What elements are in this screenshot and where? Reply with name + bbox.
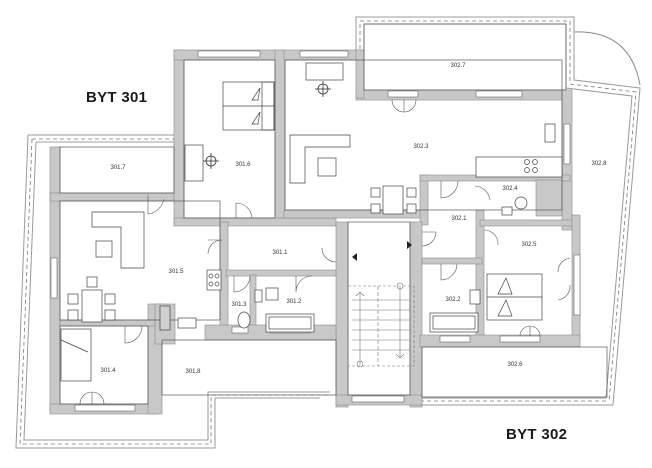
sofa-icon xyxy=(289,134,351,184)
room-label-302-4: 302.4 xyxy=(502,186,518,192)
entrance-arrow-icon xyxy=(352,241,412,261)
staircase xyxy=(347,282,415,368)
room-label-301-2: 301.2 xyxy=(286,299,302,305)
room-label-302-8: 302.8 xyxy=(591,161,607,167)
room-label-301-7: 301.7 xyxy=(110,165,126,171)
room-label-302-5: 302.5 xyxy=(521,242,537,248)
room-label-301-8: 301.8 xyxy=(185,369,201,375)
room-label-302-2: 302.2 xyxy=(445,297,461,303)
room-label-301-6: 301.6 xyxy=(235,162,251,168)
room-label-302-6: 302.6 xyxy=(507,362,523,368)
room-label-301-3: 301.3 xyxy=(231,302,247,308)
desk-icon xyxy=(184,144,204,182)
room-label-302-3: 302.3 xyxy=(413,144,429,150)
room-label-301-5: 301.5 xyxy=(168,269,184,275)
apartment-title-302: BYT 302 xyxy=(506,426,568,443)
doors xyxy=(79,99,571,405)
light-fixture-icon xyxy=(203,81,331,169)
room-label-302-7: 302.7 xyxy=(450,63,466,69)
furniture xyxy=(60,62,563,382)
room-label-302-1: 302.1 xyxy=(451,216,467,222)
terrace-borders xyxy=(15,16,641,449)
room-outlines xyxy=(59,23,608,405)
apartment-title-301: BYT 301 xyxy=(86,89,148,106)
room-label-301-4: 301.4 xyxy=(100,368,116,374)
room-label-301-1: 301.1 xyxy=(272,250,288,256)
